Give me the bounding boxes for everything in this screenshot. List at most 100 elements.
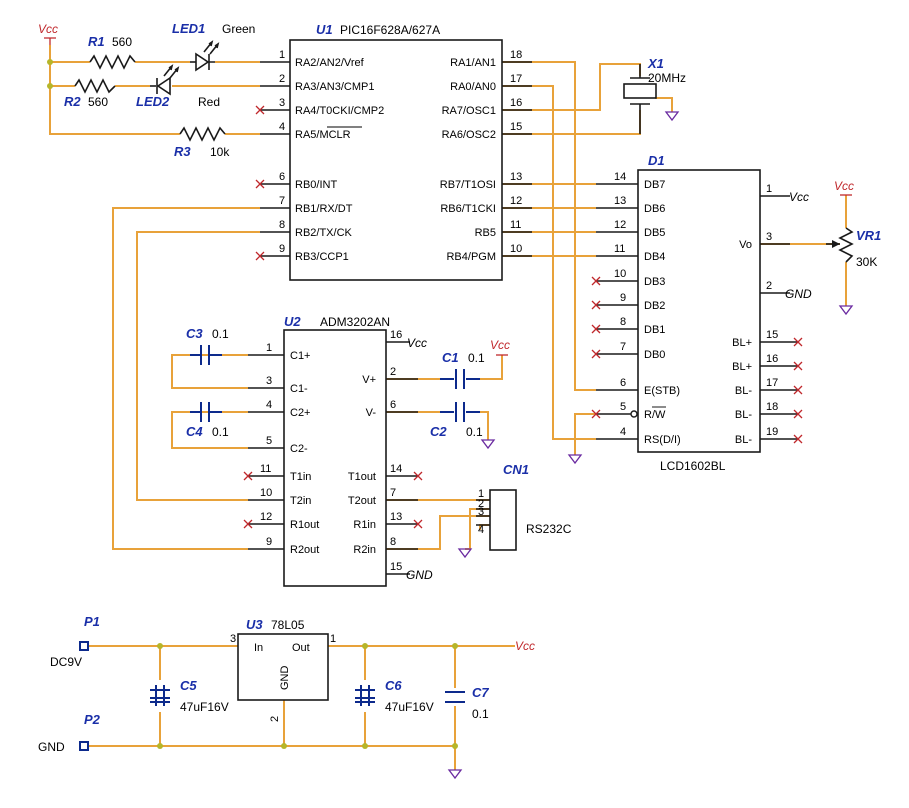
svg-text:RA2/AN2/Vref: RA2/AN2/Vref (295, 57, 365, 69)
svg-text:7: 7 (390, 487, 396, 499)
svg-text:DB0: DB0 (644, 349, 665, 361)
r1-resistor: R1 560 (88, 34, 136, 70)
c2-capacitor: C2 0.1 (430, 402, 483, 439)
vcc-vr1: Vcc (834, 179, 854, 196)
svg-text:Vcc: Vcc (515, 639, 535, 653)
svg-text:0.1: 0.1 (468, 351, 485, 365)
c5-electrolytic: C5 47uF16V (150, 678, 229, 714)
svg-text:6: 6 (620, 377, 626, 389)
svg-text:CN1: CN1 (503, 462, 529, 477)
svg-text:Red: Red (198, 95, 220, 109)
svg-text:4: 4 (478, 524, 484, 536)
svg-text:R/W: R/W (644, 409, 666, 421)
svg-text:C7: C7 (472, 685, 489, 700)
x1-crystal: X1 20MHz (623, 56, 686, 134)
svg-text:2: 2 (390, 366, 396, 378)
u1-nc-marks (255, 105, 265, 261)
u1-left-pins: 1 2 3 4 6 7 8 9 RA2/AN2/Vref RA3/AN3/CMP… (260, 49, 384, 263)
svg-text:RA0/AN0: RA0/AN0 (450, 81, 496, 93)
svg-text:BL+: BL+ (732, 337, 752, 349)
svg-text:6: 6 (390, 399, 396, 411)
svg-text:R2in: R2in (353, 544, 376, 556)
svg-text:RA4/T0CKI/CMP2: RA4/T0CKI/CMP2 (295, 105, 384, 117)
svg-text:V+: V+ (362, 374, 376, 386)
svg-text:VR1: VR1 (856, 228, 881, 243)
svg-text:BL-: BL- (735, 409, 752, 421)
svg-text:1: 1 (766, 183, 772, 195)
svg-text:LED1: LED1 (172, 21, 205, 36)
svg-text:C6: C6 (385, 678, 402, 693)
svg-text:560: 560 (88, 95, 108, 109)
svg-text:C1: C1 (442, 350, 459, 365)
svg-text:7: 7 (279, 195, 285, 207)
svg-text:RB1/RX/DT: RB1/RX/DT (295, 203, 353, 215)
svg-text:DB7: DB7 (644, 179, 665, 191)
svg-text:T1in: T1in (290, 471, 311, 483)
svg-text:U2: U2 (284, 314, 301, 329)
svg-text:0.1: 0.1 (466, 425, 483, 439)
svg-text:DC9V: DC9V (50, 655, 82, 669)
svg-text:LED2: LED2 (136, 94, 170, 109)
svg-text:GND: GND (785, 287, 812, 301)
u1-right-pins: 18 17 16 15 13 12 11 10 RA1/AN1 RA0/AN0 … (440, 49, 532, 263)
svg-text:ADM3202AN: ADM3202AN (320, 315, 390, 329)
svg-text:5: 5 (620, 401, 626, 413)
svg-text:78L05: 78L05 (271, 618, 305, 632)
svg-text:DB5: DB5 (644, 227, 665, 239)
led1-green: LED1 Green (172, 21, 255, 72)
svg-text:9: 9 (620, 292, 626, 304)
svg-text:P2: P2 (84, 712, 101, 727)
svg-text:4: 4 (266, 399, 272, 411)
svg-text:In: In (254, 642, 263, 654)
svg-text:R1: R1 (88, 34, 105, 49)
svg-text:10: 10 (614, 268, 626, 280)
svg-text:4: 4 (279, 121, 285, 133)
p2-terminal: P2 GND (38, 712, 101, 754)
svg-text:C2: C2 (430, 424, 447, 439)
svg-text:6: 6 (279, 171, 285, 183)
svg-text:30K: 30K (856, 255, 877, 269)
svg-text:0.1: 0.1 (472, 707, 489, 721)
d1-lcd: D1 LCD1602BL 14 13 12 11 10 9 8 7 6 5 4 … (591, 153, 812, 473)
svg-text:U3: U3 (246, 617, 263, 632)
svg-text:LCD1602BL: LCD1602BL (660, 459, 726, 473)
svg-text:1: 1 (279, 49, 285, 61)
vcc-regulator-out: Vcc (515, 639, 535, 653)
vr1-potentiometer: VR1 30K (826, 227, 881, 269)
svg-text:10: 10 (510, 243, 522, 255)
svg-text:DB3: DB3 (644, 276, 665, 288)
svg-text:C5: C5 (180, 678, 197, 693)
svg-text:X1: X1 (647, 56, 664, 71)
svg-text:14: 14 (614, 171, 626, 183)
svg-text:1: 1 (330, 633, 336, 645)
svg-text:BL-: BL- (735, 434, 752, 446)
svg-text:R1in: R1in (353, 519, 376, 531)
svg-text:8: 8 (279, 219, 285, 231)
svg-text:18: 18 (766, 401, 778, 413)
cn1-connector: 1 2 3 4 CN1 RS232C (476, 462, 572, 551)
svg-text:DB1: DB1 (644, 324, 665, 336)
c1-capacitor: C1 0.1 (440, 350, 485, 389)
u2-right-pins: 16 2 6 14 7 13 8 15 Vcc V+ V- T1out T2ou… (348, 329, 433, 582)
u2-left-pins: 1 3 4 5 11 10 12 9 C1+ C1- C2+ C2- T1in … (243, 342, 319, 556)
svg-text:1: 1 (266, 342, 272, 354)
svg-text:C1+: C1+ (290, 350, 311, 362)
svg-text:P1: P1 (84, 614, 100, 629)
svg-text:DB6: DB6 (644, 203, 665, 215)
d1-right-pins: 1 3 2 15 16 17 18 19 Vcc Vo GND BL+ BL+ … (732, 183, 812, 446)
svg-text:9: 9 (266, 536, 272, 548)
svg-text:3: 3 (230, 633, 236, 645)
svg-text:4: 4 (620, 426, 626, 438)
svg-text:R2out: R2out (290, 544, 319, 556)
svg-text:2: 2 (279, 73, 285, 85)
svg-text:E(STB): E(STB) (644, 385, 680, 397)
svg-text:12: 12 (510, 195, 522, 207)
c3-capacitor: C3 0.1 (186, 326, 229, 365)
svg-text:Vcc: Vcc (38, 22, 58, 36)
svg-text:3: 3 (279, 97, 285, 109)
r2-resistor: R2 560 (64, 78, 116, 109)
svg-text:13: 13 (390, 511, 402, 523)
svg-text:15: 15 (390, 561, 402, 573)
svg-text:Green: Green (222, 22, 255, 36)
